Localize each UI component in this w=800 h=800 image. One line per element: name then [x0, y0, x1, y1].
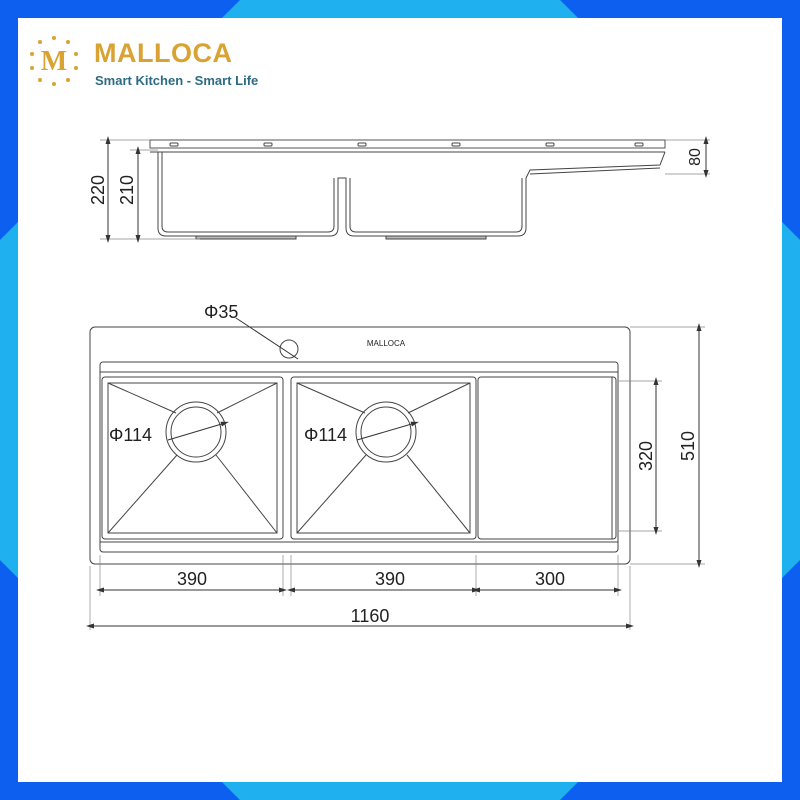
dim-drain-left: Φ114 — [109, 425, 152, 445]
side-view — [100, 136, 710, 243]
left-bowl — [101, 376, 284, 540]
right-drain — [355, 401, 417, 463]
dim-overall-height: 220 — [88, 175, 108, 205]
sink-brand-label: MALLOCA — [367, 339, 406, 348]
drainboard-area — [477, 376, 617, 540]
dim-drainboard-height: 80 — [687, 148, 704, 166]
brand-tagline: Smart Kitchen - Smart Life — [95, 73, 259, 88]
dim-drainboard-depth: 320 — [636, 441, 656, 471]
logo-letter: M — [41, 46, 67, 77]
top-view — [86, 317, 705, 630]
dim-left-bowl-width: 390 — [177, 569, 207, 589]
dim-overall-width: 1160 — [351, 606, 390, 626]
dim-overall-depth: 510 — [678, 431, 698, 461]
dim-drainboard-width: 300 — [535, 569, 565, 589]
tap-hole — [279, 339, 299, 359]
malloca-logo-icon: M — [30, 36, 78, 86]
dim-tap-hole: Φ35 — [204, 302, 238, 322]
dim-right-bowl-width: 390 — [375, 569, 405, 589]
dim-bowl-height: 210 — [117, 175, 137, 205]
dim-drain-right: Φ114 — [304, 425, 347, 445]
right-bowl — [290, 376, 477, 540]
brand-name: MALLOCA — [94, 38, 233, 68]
left-drain — [165, 401, 227, 463]
